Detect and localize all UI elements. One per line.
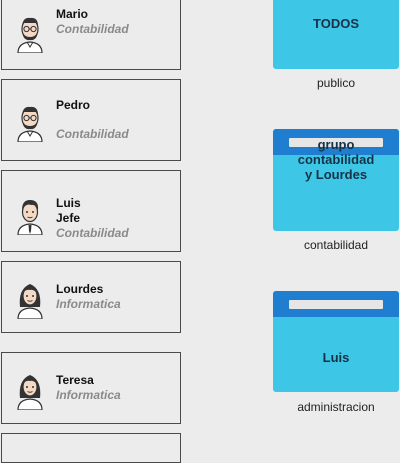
user-department: Contabilidad [56,127,129,141]
user-department: Informatica [56,388,121,402]
user-department: Contabilidad [56,226,129,240]
woman-icon [14,370,46,410]
folder-label: contabilidad [303,238,369,252]
folder-tab [273,129,399,155]
folder-title-line: grupo [317,136,355,152]
man-beard-glasses-icon [14,102,46,142]
folder-title-line: contabilidad [297,151,375,167]
folder-label: administracion [297,400,375,414]
user-name: Luis [56,196,81,210]
user-card-teresa[interactable]: Teresa Informatica [1,352,181,424]
user-name: Mario [56,7,89,21]
folder-label: publico [316,76,356,90]
user-name: Lourdes [56,282,104,296]
folder-tab-bar [289,300,383,309]
user-name: Pedro [56,98,91,112]
woman-icon [14,279,46,319]
folder-title-line: y Lourdes [304,166,368,182]
user-name: Teresa [56,373,94,387]
man-beard-glasses-icon [14,13,46,53]
folder-title: TODOS [313,16,359,31]
folder-publico[interactable]: TODOS [273,0,399,69]
user-title: Jefe [56,211,81,225]
user-card-mario[interactable]: Mario Contabilidad [1,0,181,70]
folder-tab-bar [289,138,383,147]
user-card-partial[interactable] [1,433,181,463]
user-card-lourdes[interactable]: Lourdes Informatica [1,261,181,333]
folder-title: Luis [322,350,350,365]
user-card-pedro[interactable]: Pedro Contabilidad [1,79,181,161]
man-tie-icon [14,195,46,235]
folder-tab [273,291,399,317]
user-department: Contabilidad [56,22,129,36]
folder-contabilidad[interactable]: grupo contabilidad y Lourdes [273,129,399,231]
user-card-luis[interactable]: Luis Jefe Contabilidad [1,170,181,252]
user-department: Informatica [56,297,121,311]
folder-administracion[interactable]: Luis [273,291,399,392]
